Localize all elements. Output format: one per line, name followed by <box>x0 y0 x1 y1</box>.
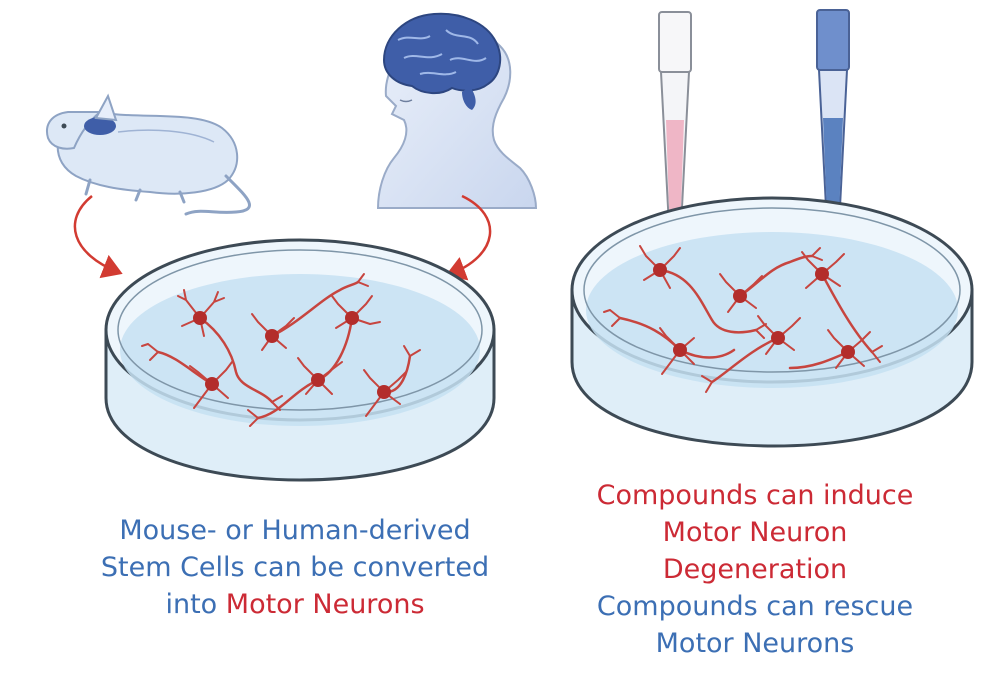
neuron-icon <box>659 327 695 375</box>
neuron-network-right <box>603 245 883 393</box>
mouse-tail-icon <box>184 174 251 216</box>
right-caption-line-4: Compounds can rescue <box>596 591 914 622</box>
right-caption-line-5: Motor Neurons <box>655 628 855 659</box>
curved-arrow-icon <box>73 195 123 279</box>
left-caption-line-3: into Motor Neurons <box>60 586 530 623</box>
neuron-icon <box>189 361 233 409</box>
neuron-icon <box>297 357 343 395</box>
neuron-icon <box>251 313 295 351</box>
neuron-icon <box>801 251 845 289</box>
neuron-network-left <box>141 273 421 427</box>
human-head-icon <box>376 12 538 209</box>
neuron-icon <box>177 289 225 337</box>
mouse-brain-icon <box>84 117 116 135</box>
neuron-icon <box>331 295 381 329</box>
petri-dish-icon <box>570 196 974 448</box>
mouse-icon <box>46 93 251 216</box>
closed-eye-icon <box>399 99 413 103</box>
left-caption-line-3-prefix: into <box>165 589 226 620</box>
neuron-icon <box>719 273 763 313</box>
neuron-icon <box>827 329 871 369</box>
neuron-icon <box>757 315 801 355</box>
right-caption-line-2: Motor Neuron <box>662 517 848 548</box>
brain-icon <box>382 12 502 110</box>
right-caption: Compounds can induce Motor Neuron Degene… <box>540 477 970 662</box>
right-caption-line-1: Compounds can induce <box>596 480 914 511</box>
left-caption-line-2: Stem Cells can be converted <box>100 552 490 583</box>
mouse-ear-icon <box>94 93 118 122</box>
left-caption: Mouse- or Human-derived Stem Cells can b… <box>60 512 530 623</box>
left-caption-highlight: Motor Neurons <box>225 589 425 620</box>
left-caption-line-1: Mouse- or Human-derived <box>119 515 471 546</box>
curved-arrow-icon <box>445 194 492 281</box>
mouse-eye-icon <box>61 123 67 129</box>
neuron-icon <box>363 369 407 417</box>
right-caption-line-3: Degeneration <box>662 554 848 585</box>
neuron-icon <box>639 245 681 289</box>
